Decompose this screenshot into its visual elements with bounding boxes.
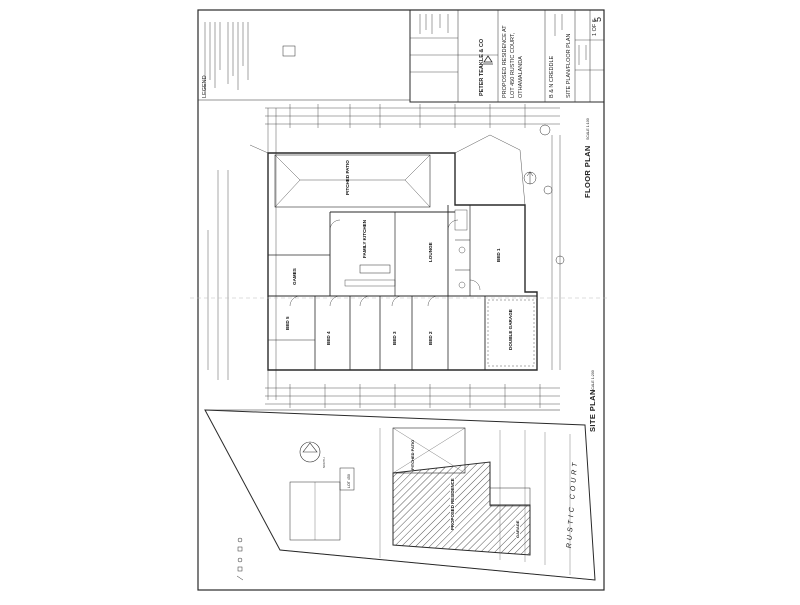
door-swings — [289, 219, 481, 307]
floor-plan-scale: SCALE 1:100 — [586, 118, 590, 140]
site-north-arrow-icon — [299, 441, 321, 463]
legend-heading: LEGEND — [202, 75, 208, 98]
patio-area — [274, 154, 431, 208]
site-plan-scale: SCALE 1:200 — [591, 370, 595, 392]
drawing-label: SITE PLAN/FLOOR PLAN — [566, 33, 572, 99]
site-patio-label: PITCHED PATIO — [410, 439, 415, 470]
notes-lines — [204, 14, 587, 92]
key-symbol-icon — [282, 45, 296, 57]
job-line-3: OTHAMALANDA — [518, 56, 524, 98]
job-line-1: PROPOSED RESIDENCE AT — [502, 25, 508, 98]
north-label: NORTH — [322, 457, 326, 468]
kitchen-bench — [359, 264, 391, 274]
floor-plan-title: FLOOR PLAN — [583, 145, 592, 198]
room-family-kitchen: FAMILY KITCHEN — [362, 219, 367, 258]
site-garage-label: GARAGE — [515, 520, 520, 538]
company-name: PETER TEAKLE & CO — [479, 38, 485, 96]
title-block — [409, 9, 605, 103]
site-residence-label: PROPOSED RESIDENCE — [450, 478, 455, 530]
room-bed3: BED 3 — [392, 331, 397, 345]
floor-plan-outline — [267, 152, 538, 371]
room-lounge: LOUNGE — [428, 242, 433, 262]
room-bed2: BED 2 — [428, 331, 433, 345]
room-games: GAMES — [292, 268, 297, 285]
dimension-ticks — [289, 104, 541, 408]
sheet-number: 5 — [593, 16, 603, 22]
client-name: B & N CREDDLE — [549, 55, 555, 98]
room-bed5: BED 5 — [285, 316, 290, 330]
room-bed4: BED 4 — [326, 331, 331, 345]
bath-fixture — [454, 209, 468, 231]
lot-label: LOT 450 — [347, 474, 351, 488]
job-line-2: LOT 450 RUSTIC COURT, — [510, 32, 516, 98]
room-garage: DOUBLE GARAGE — [508, 309, 513, 350]
room-patio: PITCHED PATIO — [345, 160, 350, 195]
site-plan-title: SITE PLAN — [588, 389, 597, 432]
legend-symbols — [236, 537, 244, 581]
room-bed1: BED 1 — [496, 248, 501, 262]
company-logo-icon — [483, 55, 493, 65]
site-residence-hatch — [392, 461, 531, 556]
sheet-border — [197, 9, 605, 591]
